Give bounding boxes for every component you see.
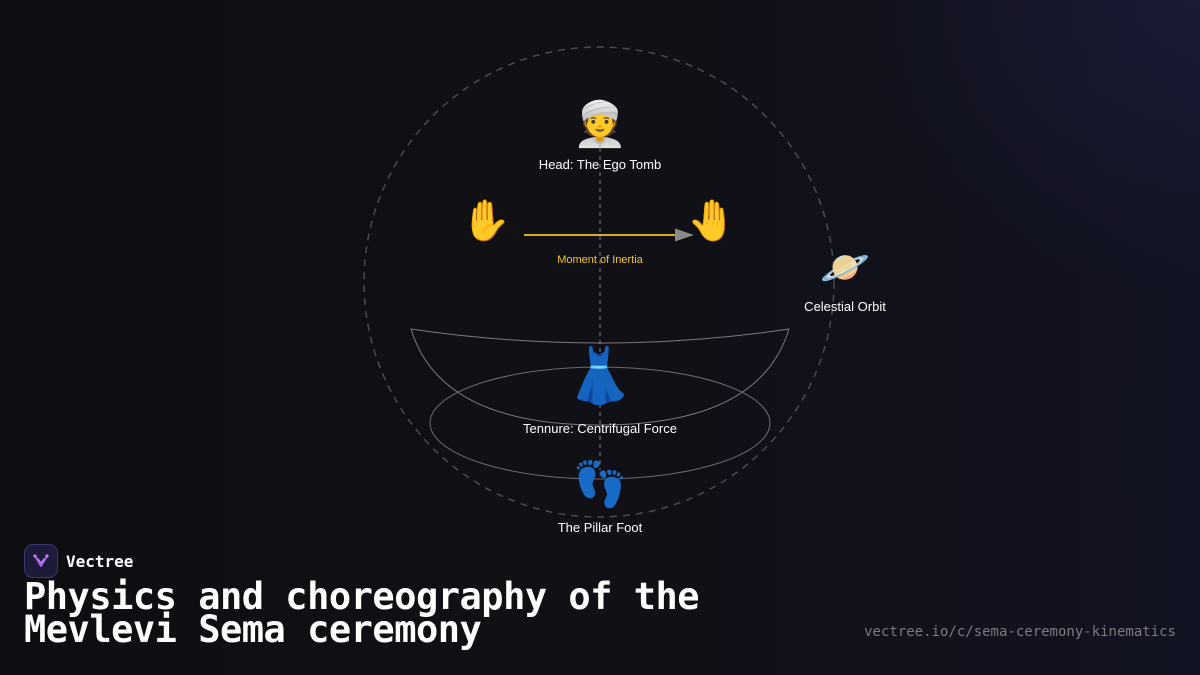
skirt-base-ellipse bbox=[429, 366, 771, 480]
skirt-bowl bbox=[410, 328, 790, 426]
source-url[interactable]: vectree.io/c/sema-ceremony-kinematics bbox=[864, 624, 1176, 640]
footprints-icon: 👣 bbox=[572, 459, 628, 510]
vectree-logo-svg bbox=[33, 554, 49, 567]
title-line-2: Mevlevi Sema ceremony bbox=[24, 608, 482, 651]
brand-name: Vectree bbox=[66, 551, 134, 571]
orbit-label: Celestial Orbit bbox=[804, 299, 886, 314]
vectree-branch-logo-icon bbox=[24, 544, 58, 578]
inertia-arrow-head bbox=[675, 228, 694, 242]
brand: Vectree bbox=[24, 544, 133, 578]
page-title: Physics and choreography of the Mevlevi … bbox=[24, 578, 700, 648]
orbit-circle bbox=[363, 46, 835, 518]
dress-icon: 👗 bbox=[566, 344, 634, 407]
head-label: Head: The Ego Tomb bbox=[538, 157, 662, 172]
person-wearing-turban-icon: 👳 bbox=[572, 99, 628, 150]
title-line-1: Physics and choreography of the bbox=[24, 575, 700, 618]
tennure-label: Tennure: Centrifugal Force bbox=[523, 421, 677, 436]
raised-hand-icon: ✋ bbox=[461, 198, 511, 244]
inertia-label: Moment of Inertia bbox=[557, 254, 643, 266]
foot-label: The Pillar Foot bbox=[557, 520, 643, 535]
ringed-planet-icon: 🪐 bbox=[820, 245, 870, 291]
raised-back-of-hand-icon: 🤚 bbox=[687, 198, 737, 244]
